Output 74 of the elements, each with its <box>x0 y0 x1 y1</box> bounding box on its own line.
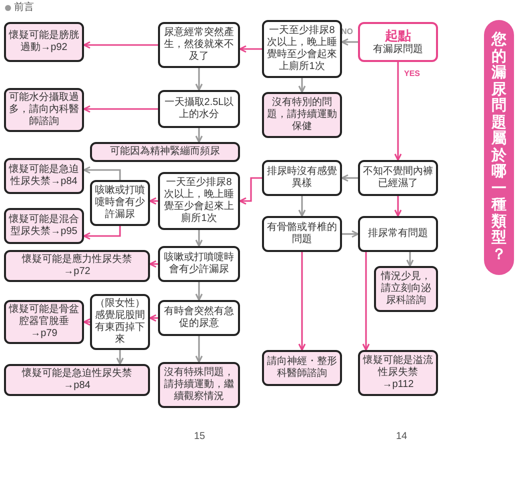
box-text: 尿意經常突然產生，然後就來不及了 <box>163 27 235 63</box>
arrow <box>195 128 203 143</box>
title-text: 您的漏尿問題屬於哪一種類型？ <box>492 32 506 263</box>
box-text: 有時會突然有急促的尿意 <box>163 306 235 330</box>
result-box <box>4 250 150 282</box>
box-text: 咳嗽或打噴嚏時會有少許漏尿 <box>163 252 235 276</box>
arrow <box>83 226 121 240</box>
result-box <box>4 158 84 194</box>
box-text: 有漏尿問題 <box>373 44 423 56</box>
arrow <box>362 252 370 351</box>
arrow <box>394 62 402 161</box>
arrow <box>83 41 158 49</box>
arrow <box>116 350 124 365</box>
result-box <box>4 208 84 244</box>
result-box <box>4 22 84 62</box>
arrow <box>149 314 158 322</box>
page-number: 14 <box>396 432 408 442</box>
box-text: 一天攝取2.5L以上的水分 <box>163 97 235 121</box>
question-box <box>358 216 438 252</box>
arrow <box>298 78 306 93</box>
arrow <box>195 68 203 91</box>
box-text: 請向神經・整形科醫師諮詢 <box>267 356 337 380</box>
box-text: （限女性）感覺屁股間有東西掉下來 <box>95 298 145 346</box>
arrow <box>83 105 158 113</box>
result-box <box>90 142 240 162</box>
box-text: 懷疑可能是溢流性尿失禁→p112 <box>363 355 433 391</box>
box-text: 懷疑可能是急迫性尿失禁→p84 <box>9 164 79 188</box>
question-box <box>262 160 342 196</box>
result-box <box>374 266 438 312</box>
arrow <box>149 197 158 205</box>
box-text: 有骨骼或脊椎的問題 <box>267 222 337 246</box>
box-text: 可能水分攝取過多，請向內科醫師諮詢 <box>9 92 79 128</box>
box-text: 懷疑可能是急迫性尿失禁→p84 <box>20 368 133 392</box>
question-box <box>158 300 240 336</box>
box-text: 懷疑可能是骨盆腔器官脫垂→p79 <box>9 304 79 340</box>
arrow <box>394 196 402 217</box>
arrow <box>341 174 358 182</box>
box-text: 一天至少排尿8次以上，晚上睡覺至少會起來上廁所1次 <box>163 177 235 225</box>
box-text: 排尿常有問題 <box>368 228 428 240</box>
arrow <box>298 196 306 217</box>
box-text: 不知不覺間內褲已經濕了 <box>363 166 433 190</box>
arrow <box>195 230 203 247</box>
arrow <box>83 166 121 180</box>
box-text: 懷疑可能是應力性尿失禁→p72 <box>20 254 133 278</box>
question-box <box>262 216 342 252</box>
arrow <box>195 336 203 363</box>
start-box <box>358 22 438 62</box>
section-label: 前言 <box>14 3 34 13</box>
box-text: 排尿時沒有感覺異樣 <box>267 166 337 190</box>
arrow <box>149 260 158 268</box>
start-title: 起點 <box>385 28 411 44</box>
arrow <box>406 252 414 267</box>
arrow <box>83 318 91 326</box>
question-box <box>158 246 240 282</box>
arrow <box>195 282 203 301</box>
arrow <box>341 38 358 46</box>
box-text: 一天至少排尿8次以上，晚上睡覺時至少會起來上廁所1次 <box>267 25 337 73</box>
arrow <box>298 252 306 351</box>
box-text: 懷疑可能是膀胱過動→p92 <box>9 30 79 54</box>
page-number: 15 <box>194 432 206 442</box>
arrow <box>239 177 262 205</box>
box-text: 沒有特別的問題，請持續運動保健 <box>267 97 337 133</box>
arrow <box>239 45 262 53</box>
arrow <box>342 230 359 238</box>
box-text: 可能因為精神緊繃而頻尿 <box>110 146 220 158</box>
box-text: 咳嗽或打噴嚏時會有少許漏尿 <box>95 185 145 221</box>
question-box <box>158 90 240 128</box>
edge-label: YES <box>403 70 422 78</box>
box-text: 懷疑可能是混合型尿失禁→p95 <box>9 214 79 238</box>
question-box <box>358 160 438 196</box>
result-box <box>262 350 342 386</box>
box-text: 沒有特殊問題，請持續運動，繼續觀察情況 <box>163 367 235 403</box>
result-box <box>4 364 150 396</box>
box-text: 情況少見，請立刻向泌尿科諮詢 <box>380 271 432 307</box>
